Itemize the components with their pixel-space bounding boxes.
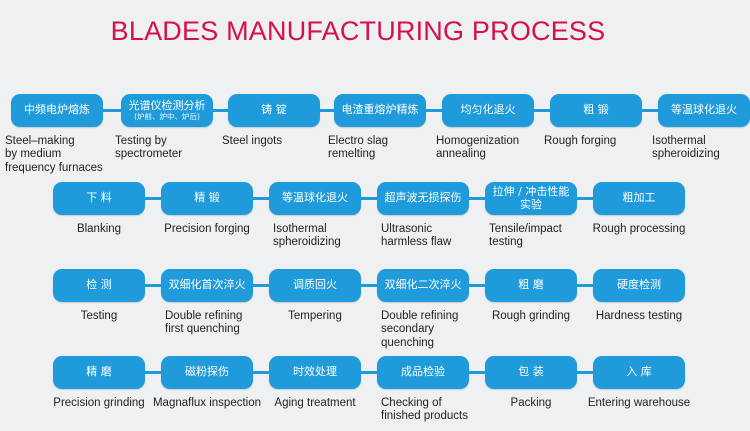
step-english-label: Precision forging bbox=[164, 223, 250, 235]
step-box: 均匀化退火 bbox=[442, 94, 534, 127]
step-box: 成品检验 bbox=[377, 356, 469, 389]
step-chinese-label: 精 锻 bbox=[194, 191, 220, 205]
step-box: 拉伸 / 冲击性能实验 bbox=[485, 182, 577, 215]
flow-connector bbox=[103, 109, 121, 112]
step-chinese-label: 精 磨 bbox=[86, 365, 112, 379]
step-english-label: Blanking bbox=[76, 223, 122, 235]
flow-connector bbox=[426, 109, 442, 112]
step-box: 双细化二次淬火 bbox=[377, 269, 469, 302]
step-english-label: Hardness testing bbox=[595, 310, 683, 322]
step-chinese-label: 检 测 bbox=[86, 278, 112, 292]
flow-connector bbox=[145, 197, 161, 200]
step-box: 双细化首次淬火 bbox=[161, 269, 253, 302]
step-chinese-label: 光谱仪检测分析 bbox=[128, 98, 206, 112]
flow-connector bbox=[469, 284, 485, 287]
step-chinese-label: 时效处理 bbox=[293, 365, 337, 379]
step-english-label: Tempering bbox=[288, 310, 342, 322]
step-box: 等温球化退火 bbox=[658, 94, 750, 127]
flow-connector bbox=[577, 284, 593, 287]
step-english-label: Rough grinding bbox=[491, 310, 570, 322]
step-box: 下 料 bbox=[53, 182, 145, 215]
step-box: 精 锻 bbox=[161, 182, 253, 215]
flow-connector bbox=[361, 371, 377, 374]
step-box: 粗 磨 bbox=[485, 269, 577, 302]
flow-connector bbox=[145, 371, 161, 374]
page-title: BLADES MANUFACTURING PROCESS bbox=[110, 16, 606, 46]
step-box: 精 磨 bbox=[53, 356, 145, 389]
flow-connector bbox=[320, 109, 334, 112]
flow-connector bbox=[253, 371, 269, 374]
step-chinese-label: 超声波无损探伤 bbox=[384, 191, 462, 205]
step-box: 粗加工 bbox=[593, 182, 685, 215]
step-chinese-label: 双细化首次淬火 bbox=[168, 278, 246, 292]
flow-connector bbox=[253, 284, 269, 287]
step-chinese-label: 双细化二次淬火 bbox=[384, 278, 462, 292]
step-english-label: Steel ingots bbox=[222, 135, 283, 147]
step-chinese-label: 粗加工 bbox=[622, 191, 656, 205]
step-box: 粗 锻 bbox=[550, 94, 642, 127]
step-chinese-label: 硬度检测 bbox=[617, 278, 661, 292]
step-box: 硬度检测 bbox=[593, 269, 685, 302]
flow-connector bbox=[361, 284, 377, 287]
step-english-label: Entering warehouse bbox=[587, 397, 691, 409]
step-english-label: Aging treatment bbox=[274, 397, 356, 409]
step-english-label: Packing bbox=[510, 397, 552, 409]
step-box: 光谱仪检测分析(炉前、炉中、炉后) bbox=[121, 94, 213, 127]
step-box: 中频电炉熔炼 bbox=[11, 94, 103, 127]
step-chinese-label: 实验 bbox=[520, 197, 542, 211]
step-chinese-label: 成品检验 bbox=[401, 365, 445, 379]
step-box: 包 装 bbox=[485, 356, 577, 389]
step-english-label: Testing bbox=[80, 310, 118, 322]
step-chinese-label: 磁粉探伤 bbox=[185, 365, 229, 379]
step-box: 铸 锭 bbox=[228, 94, 320, 127]
flow-connector bbox=[469, 371, 485, 374]
step-chinese-sublabel: (炉前、炉中、炉后) bbox=[134, 111, 200, 121]
step-chinese-label: 粗 磨 bbox=[518, 278, 544, 292]
step-chinese-label: 电渣重熔炉精炼 bbox=[341, 103, 419, 117]
flow-connector bbox=[577, 371, 593, 374]
step-chinese-label: 入 库 bbox=[626, 365, 652, 379]
step-chinese-label: 下 料 bbox=[86, 191, 112, 205]
step-box: 超声波无损探伤 bbox=[377, 182, 469, 215]
step-chinese-label: 粗 锻 bbox=[583, 103, 609, 117]
flow-connector bbox=[642, 109, 658, 112]
step-english-label: Magnaflux inspection bbox=[152, 397, 262, 409]
step-chinese-label: 包 装 bbox=[518, 365, 544, 379]
flow-connector bbox=[534, 109, 550, 112]
step-box: 磁粉探伤 bbox=[161, 356, 253, 389]
step-box: 电渣重熔炉精炼 bbox=[334, 94, 426, 127]
step-chinese-label: 等温球化退火 bbox=[282, 191, 348, 205]
step-box: 调质回火 bbox=[269, 269, 361, 302]
step-chinese-label: 调质回火 bbox=[293, 278, 337, 292]
step-box: 等温球化退火 bbox=[269, 182, 361, 215]
step-chinese-label: 铸 锭 bbox=[261, 103, 287, 117]
flow-connector bbox=[361, 197, 377, 200]
flow-connector bbox=[253, 197, 269, 200]
flow-connector bbox=[145, 284, 161, 287]
step-chinese-label: 拉伸 / 冲击性能 bbox=[492, 184, 570, 198]
step-box: 入 库 bbox=[593, 356, 685, 389]
step-chinese-label: 均匀化退火 bbox=[460, 103, 516, 117]
step-chinese-label: 等温球化退火 bbox=[671, 103, 737, 117]
flow-connector bbox=[469, 197, 485, 200]
flow-connector bbox=[577, 197, 593, 200]
step-english-label: Rough processing bbox=[592, 223, 686, 235]
step-chinese-label: 中频电炉熔炼 bbox=[24, 103, 90, 117]
step-box: 检 测 bbox=[53, 269, 145, 302]
flow-connector bbox=[213, 109, 228, 112]
step-english-label: Precision grinding bbox=[53, 397, 145, 409]
step-box: 时效处理 bbox=[269, 356, 361, 389]
step-english-label: Rough forging bbox=[544, 135, 617, 147]
